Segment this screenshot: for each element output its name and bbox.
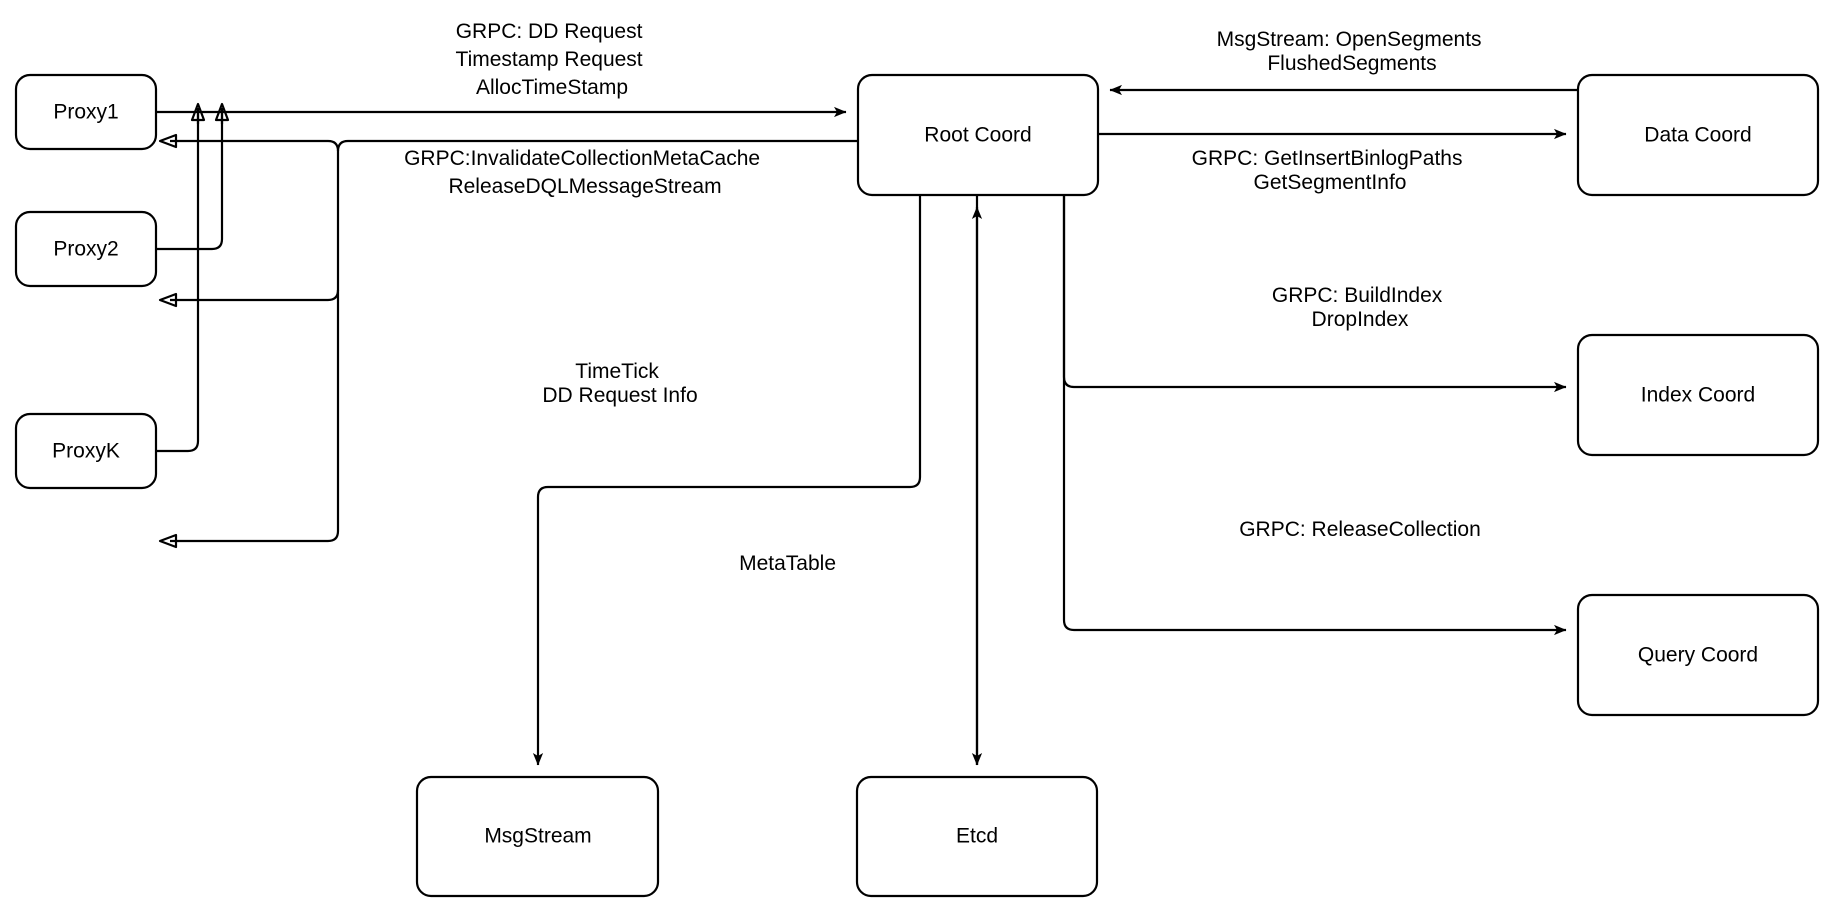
edge-arrowhead-proxyk — [158, 533, 178, 549]
edge-rootcoord-to-querycoord-line — [1062, 196, 1567, 636]
node-proxy1-box[interactable] — [14, 73, 158, 151]
edge-proxyk-arrowhead — [190, 102, 206, 124]
node-proxy1-label: Proxy1 — [53, 101, 118, 124]
node-proxy2-box[interactable] — [14, 210, 158, 288]
edge-proxy2-riser — [156, 112, 224, 251]
edge-datacoord-to-rootcoord: MsgStream: OpenSegments FlushedSegments — [1109, 28, 1578, 96]
node-etcd-box[interactable] — [855, 775, 1099, 898]
node-querycoord-label: Query Coord — [1638, 644, 1758, 667]
node-datacoord[interactable]: Data Coord — [1576, 73, 1820, 197]
node-etcd-label: Etcd — [956, 825, 998, 848]
edge-rootcoord-to-msgstream: TimeTick DD Request Info — [532, 196, 922, 766]
node-msgstream[interactable]: MsgStream — [415, 775, 660, 898]
edge-rootcoord-to-datacoord: GRPC: GetInsertBinlogPaths GetSegmentInf… — [1098, 128, 1567, 194]
edge-layer: GRPC: DD Request Timestamp Request Alloc… — [156, 20, 1578, 766]
node-indexcoord-box[interactable] — [1576, 333, 1820, 457]
node-rootcoord[interactable]: Root Coord — [856, 73, 1100, 197]
node-rootcoord-box[interactable] — [856, 73, 1100, 197]
node-etcd[interactable]: Etcd — [855, 775, 1099, 898]
edge-rootcoord-etcd: MetaTable — [739, 196, 983, 766]
edge-label-rootcoord-to-proxies: GRPC:InvalidateCollectionMetaCache Relea… — [404, 147, 766, 198]
edge-proxy2-arrowhead — [214, 102, 230, 124]
edge-proxyk-riser — [156, 112, 200, 453]
node-layer: Proxy1 Proxy2 ProxyK Root Coord Data Coo… — [14, 73, 1820, 898]
edge-proxy-to-rootcoord: GRPC: DD Request Timestamp Request Alloc… — [156, 20, 847, 453]
node-proxyk-box[interactable] — [14, 412, 158, 490]
edge-arrowhead-proxy2 — [158, 292, 178, 308]
node-querycoord-box[interactable] — [1576, 593, 1820, 717]
node-proxy2-label: Proxy2 — [53, 238, 118, 261]
edge-label-datacoord-to-rootcoord: MsgStream: OpenSegments FlushedSegments — [1217, 28, 1488, 75]
edge-label-proxy-to-rootcoord: GRPC: DD Request Timestamp Request Alloc… — [456, 20, 649, 99]
node-msgstream-box[interactable] — [415, 775, 660, 898]
node-indexcoord-label: Index Coord — [1641, 384, 1755, 407]
edge-rootcoord-to-proxies-trunk — [170, 139, 858, 543]
node-proxy2[interactable]: Proxy2 — [14, 210, 158, 288]
edge-label-rootcoord-to-indexcoord: GRPC: BuildIndex DropIndex — [1272, 284, 1448, 331]
node-datacoord-box[interactable] — [1576, 73, 1820, 197]
edge-branch-proxy1 — [170, 139, 340, 152]
node-rootcoord-label: Root Coord — [924, 124, 1031, 147]
node-msgstream-label: MsgStream — [484, 825, 591, 848]
edge-arrowhead-proxy1 — [158, 133, 178, 149]
edge-label-rootcoord-to-querycoord: GRPC: ReleaseCollection — [1239, 518, 1481, 541]
edge-label-rootcoord-etcd: MetaTable — [739, 552, 836, 575]
node-proxy1[interactable]: Proxy1 — [14, 73, 158, 151]
node-querycoord[interactable]: Query Coord — [1576, 593, 1820, 717]
node-proxyk[interactable]: ProxyK — [14, 412, 158, 490]
node-indexcoord[interactable]: Index Coord — [1576, 333, 1820, 457]
edge-rootcoord-to-querycoord: GRPC: ReleaseCollection — [1062, 196, 1567, 636]
edge-rootcoord-to-proxies: GRPC:InvalidateCollectionMetaCache Relea… — [158, 133, 858, 549]
edge-label-rootcoord-to-msgstream: TimeTick DD Request Info — [542, 360, 697, 407]
edge-rootcoord-to-indexcoord: GRPC: BuildIndex DropIndex — [1062, 196, 1567, 393]
edge-branch-proxy2 — [170, 289, 340, 302]
node-proxyk-label: ProxyK — [52, 440, 120, 463]
edge-rootcoord-to-msgstream-line — [532, 196, 922, 766]
edge-label-rootcoord-to-datacoord: GRPC: GetInsertBinlogPaths GetSegmentInf… — [1192, 147, 1469, 194]
node-datacoord-label: Data Coord — [1644, 124, 1751, 147]
